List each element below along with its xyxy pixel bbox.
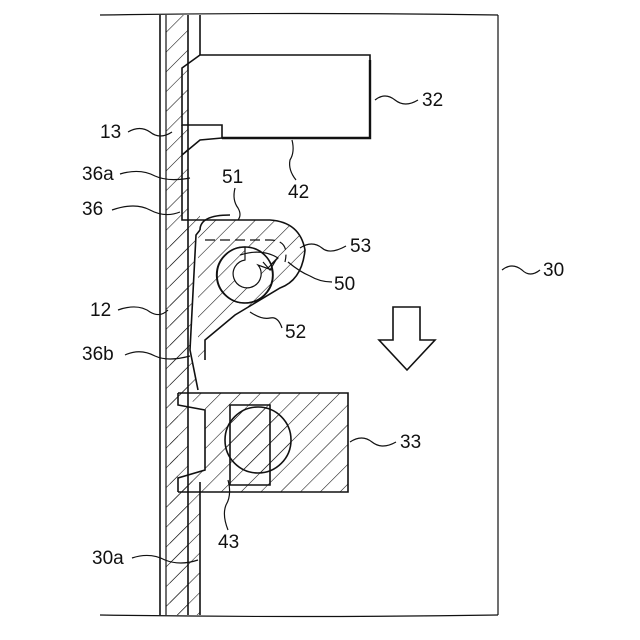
label-30: 30: [543, 260, 564, 281]
lower-block-33: [178, 393, 348, 492]
label-36: 36: [82, 199, 103, 220]
label-13: 13: [100, 122, 121, 143]
label-30a: 30a: [92, 548, 124, 569]
label-12: 12: [90, 300, 111, 321]
label-53: 53: [350, 236, 371, 257]
label-51: 51: [222, 167, 243, 188]
label-43: 43: [218, 532, 239, 553]
label-42: 42: [288, 182, 309, 203]
label-36a: 36a: [82, 164, 114, 185]
label-33: 33: [400, 432, 421, 453]
label-52: 52: [285, 322, 306, 343]
label-36b: 36b: [82, 344, 114, 365]
down-arrow-icon: [379, 307, 435, 370]
upper-block-32: [182, 55, 370, 138]
label-32: 32: [422, 90, 443, 111]
labels: 13 36a 36 12 36b 30a 32 42 51 53 50 52 3…: [82, 90, 564, 569]
label-50: 50: [334, 274, 355, 295]
